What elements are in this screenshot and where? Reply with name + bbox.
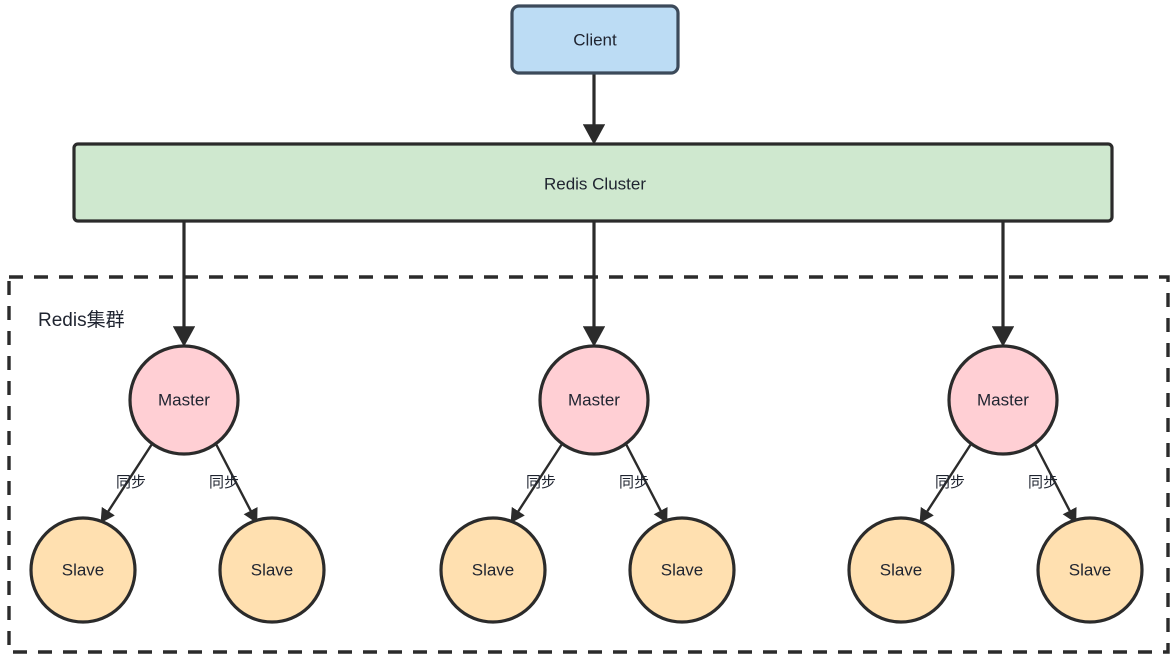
edge-label-sync-3b: 同步 <box>1028 474 1058 491</box>
slave-node-1b-label: Slave <box>251 560 294 579</box>
slave-node-3b <box>1036 516 1144 624</box>
redis-cluster-node-label: Redis Cluster <box>544 174 646 193</box>
master-node-3 <box>947 344 1059 456</box>
slave-node-3b-label: Slave <box>1069 560 1112 579</box>
slave-node-1a-label: Slave <box>62 560 105 579</box>
edge-master-to-slave-1b <box>214 443 258 524</box>
master-node-2 <box>538 344 650 456</box>
edge-master-to-slave-3b <box>1033 443 1077 524</box>
redis-cluster-group-box <box>7 275 1170 654</box>
master-node-1-label: Master <box>158 390 210 409</box>
edge-master-to-slave-2a <box>510 443 564 524</box>
client-node-label: Client <box>573 30 617 49</box>
edge-master-to-slave-2b <box>624 443 668 524</box>
edge-label-sync-2b: 同步 <box>619 474 649 491</box>
edge-label-sync-2a: 同步 <box>526 474 556 491</box>
shard-group-1: 同步 同步 Master Slave Slave <box>29 221 326 624</box>
edge-master-to-slave-1a <box>100 443 154 524</box>
shard-group-2: 同步 同步 Master Slave Slave <box>439 221 736 624</box>
edge-label-sync-3a: 同步 <box>935 474 965 491</box>
master-node-3-label: Master <box>977 390 1029 409</box>
edge-master-to-slave-3a <box>919 443 973 524</box>
master-node-2-label: Master <box>568 390 620 409</box>
master-node-1 <box>128 344 240 456</box>
slave-node-2b-label: Slave <box>661 560 704 579</box>
slave-node-3a-label: Slave <box>880 560 923 579</box>
slave-node-2b <box>628 516 736 624</box>
shard-group-3: 同步 同步 Master Slave Slave <box>847 221 1144 624</box>
slave-node-2a-label: Slave <box>472 560 515 579</box>
slave-node-1b <box>218 516 326 624</box>
slave-node-2a <box>439 516 547 624</box>
client-node-box <box>510 4 680 75</box>
slave-node-3a <box>847 516 955 624</box>
edge-label-sync-1a: 同步 <box>116 474 146 491</box>
edge-label-sync-1b: 同步 <box>209 474 239 491</box>
slave-node-1a <box>29 516 137 624</box>
redis-cluster-group-label: Redis集群 <box>38 309 125 331</box>
